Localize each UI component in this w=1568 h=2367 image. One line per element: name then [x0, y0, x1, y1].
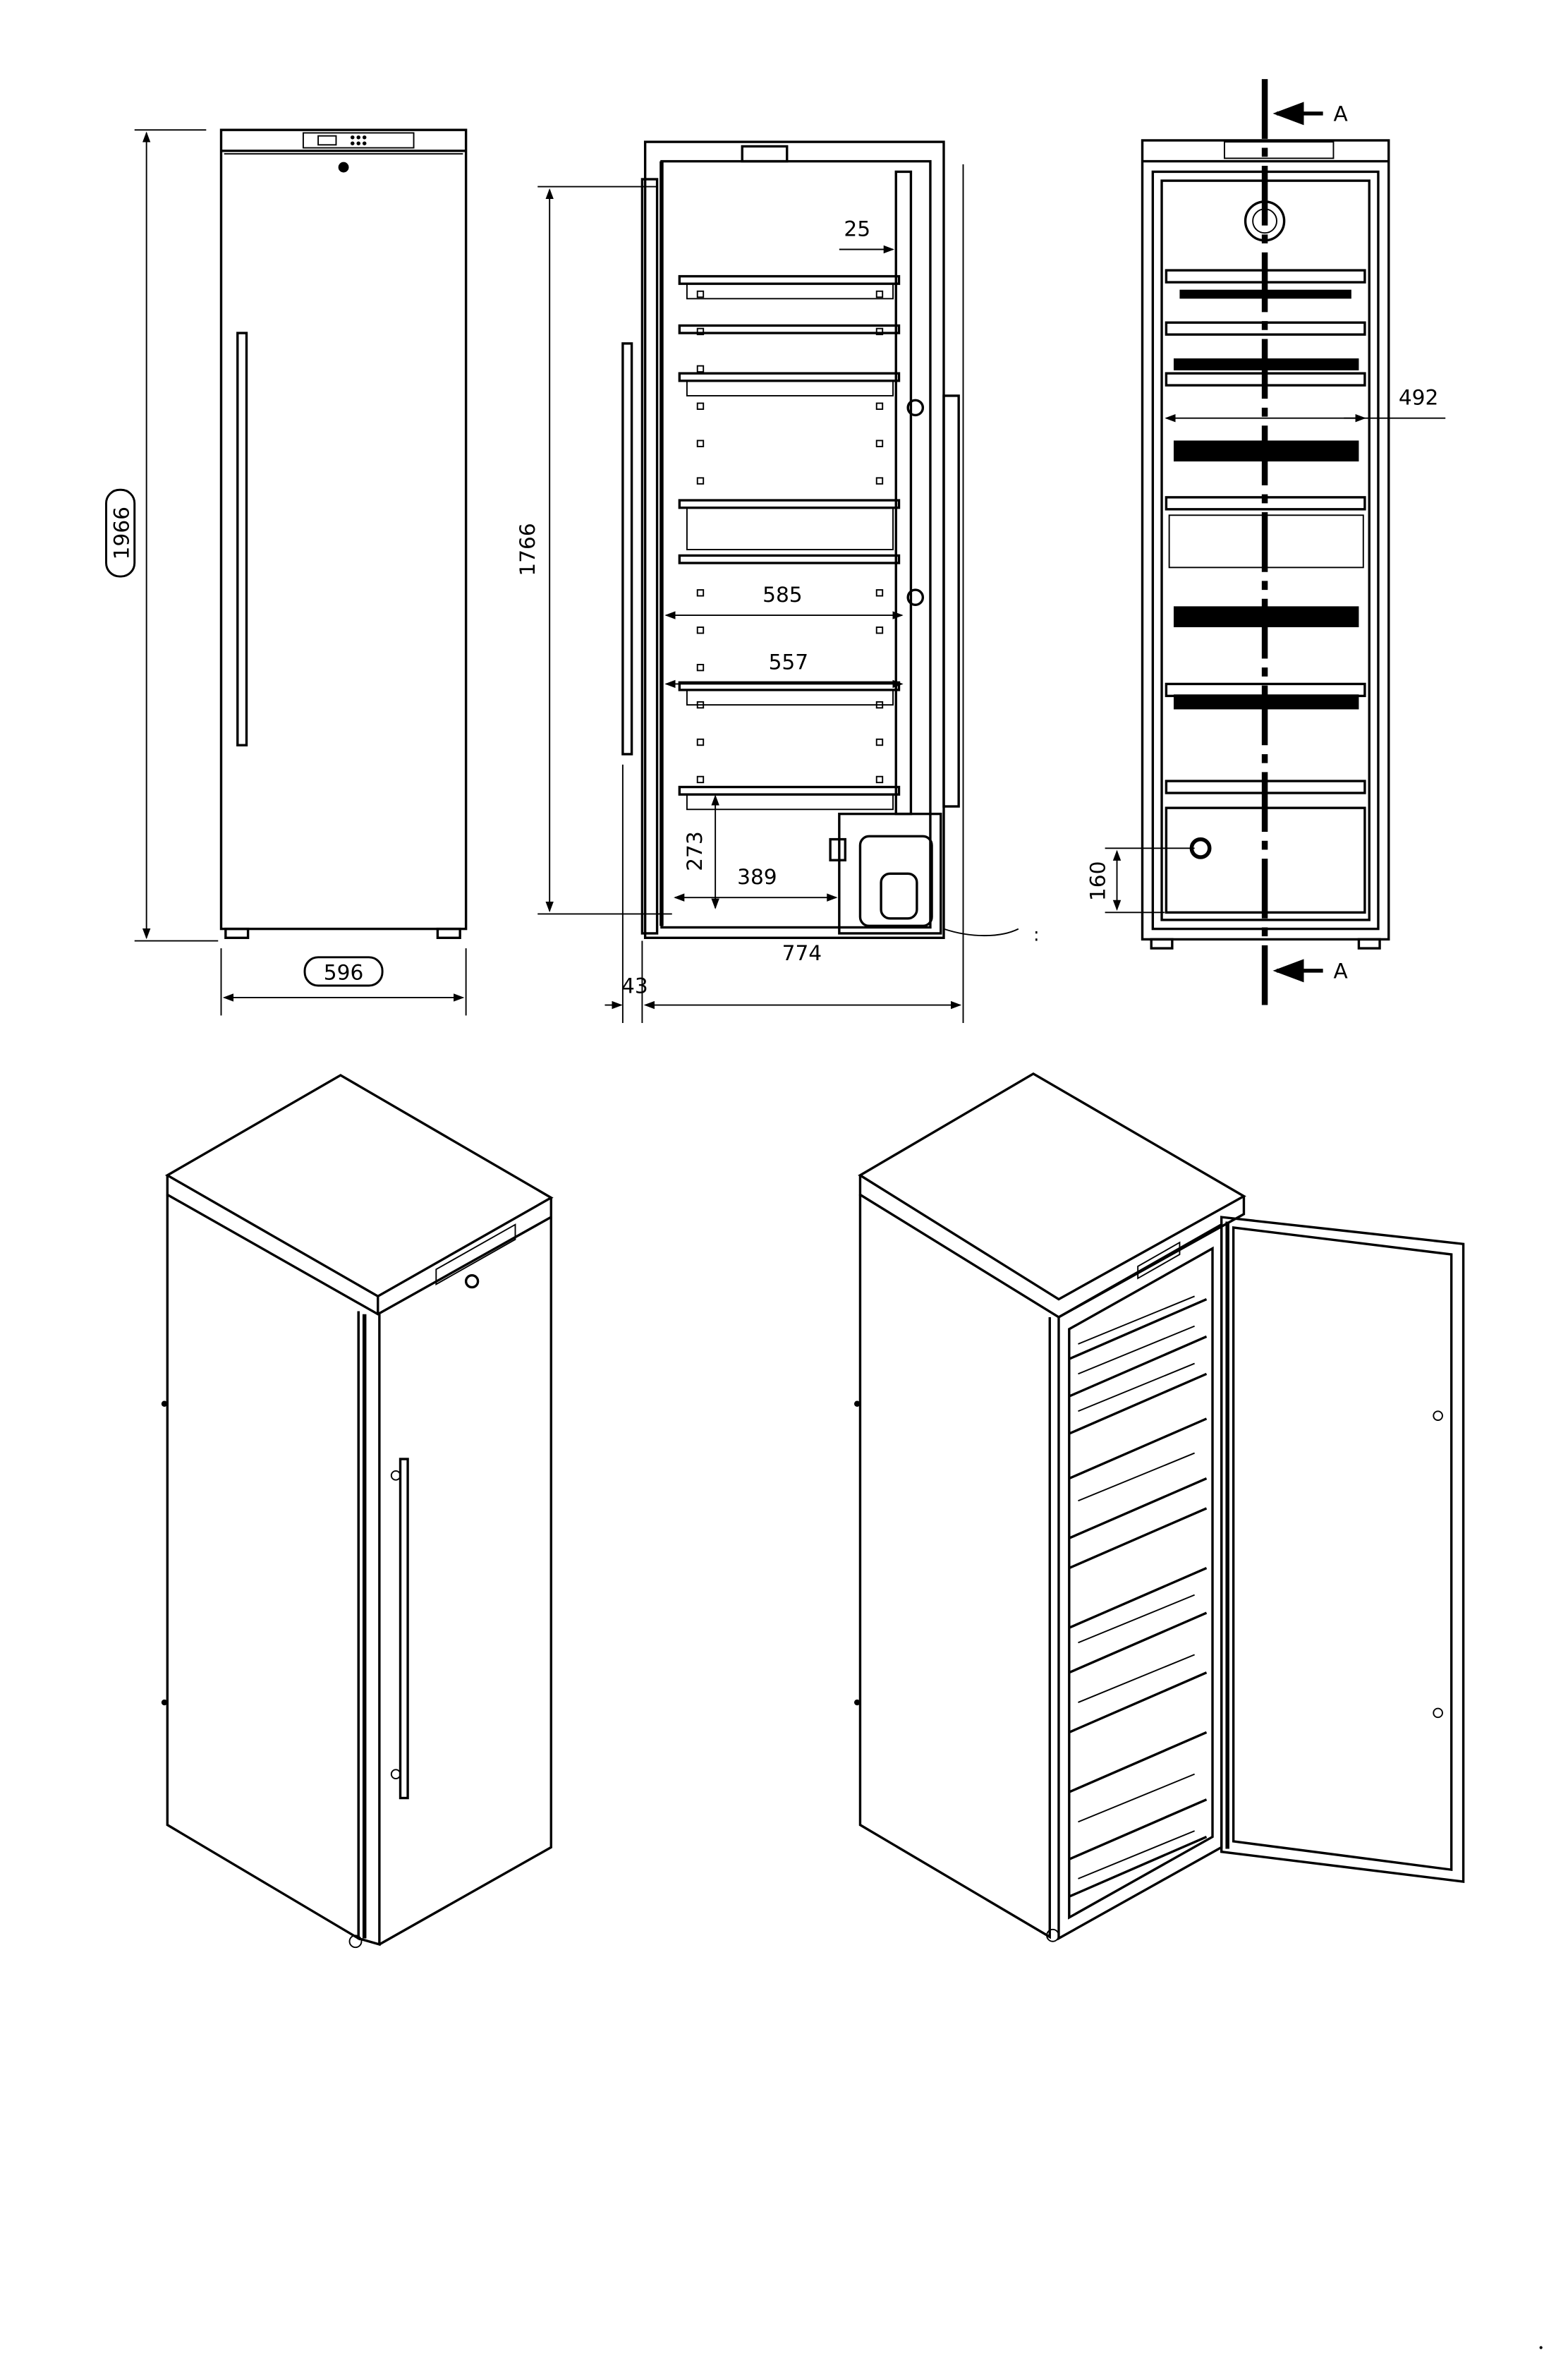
bottom-depth-label: 389 — [737, 864, 777, 889]
svg-text::: : — [1033, 924, 1040, 945]
wine-racks — [1069, 1297, 1208, 1898]
door-handle — [399, 1458, 409, 1800]
hinge-icon — [906, 399, 925, 417]
inner-depth-label: 557 — [769, 649, 809, 674]
side-section-view: : 1766 25 585 557 273 389 774 43 — [515, 140, 1040, 1023]
interior-height-label: 1766 — [515, 523, 540, 576]
section-marker-top: A — [1333, 101, 1348, 126]
lock-icon — [338, 162, 349, 173]
door-thickness-label: 43 — [621, 974, 648, 998]
inner-width-label: 492 — [1399, 385, 1439, 410]
front-view: 1966 596 — [105, 128, 468, 1016]
compressor — [829, 812, 942, 935]
bottom-compartment-label: 160 — [1086, 861, 1110, 902]
isometric-open-view — [853, 1072, 1543, 2349]
section-marker-bottom: A — [1333, 958, 1348, 983]
gap-label: 25 — [844, 216, 870, 241]
shelves — [678, 274, 901, 811]
control-panel — [302, 132, 415, 149]
width-dimension-label: 596 — [324, 960, 364, 985]
height-dimension-label: 1966 — [109, 507, 133, 559]
total-depth-label: 774 — [782, 940, 822, 965]
door-handle — [236, 332, 248, 746]
isometric-closed-view — [161, 1074, 554, 1949]
bottom-height-label: 273 — [682, 831, 707, 871]
hinge-icon — [906, 588, 925, 606]
front-open-view: A A 492 160 — [1086, 79, 1446, 1013]
shelf-depth-label: 585 — [762, 582, 803, 607]
